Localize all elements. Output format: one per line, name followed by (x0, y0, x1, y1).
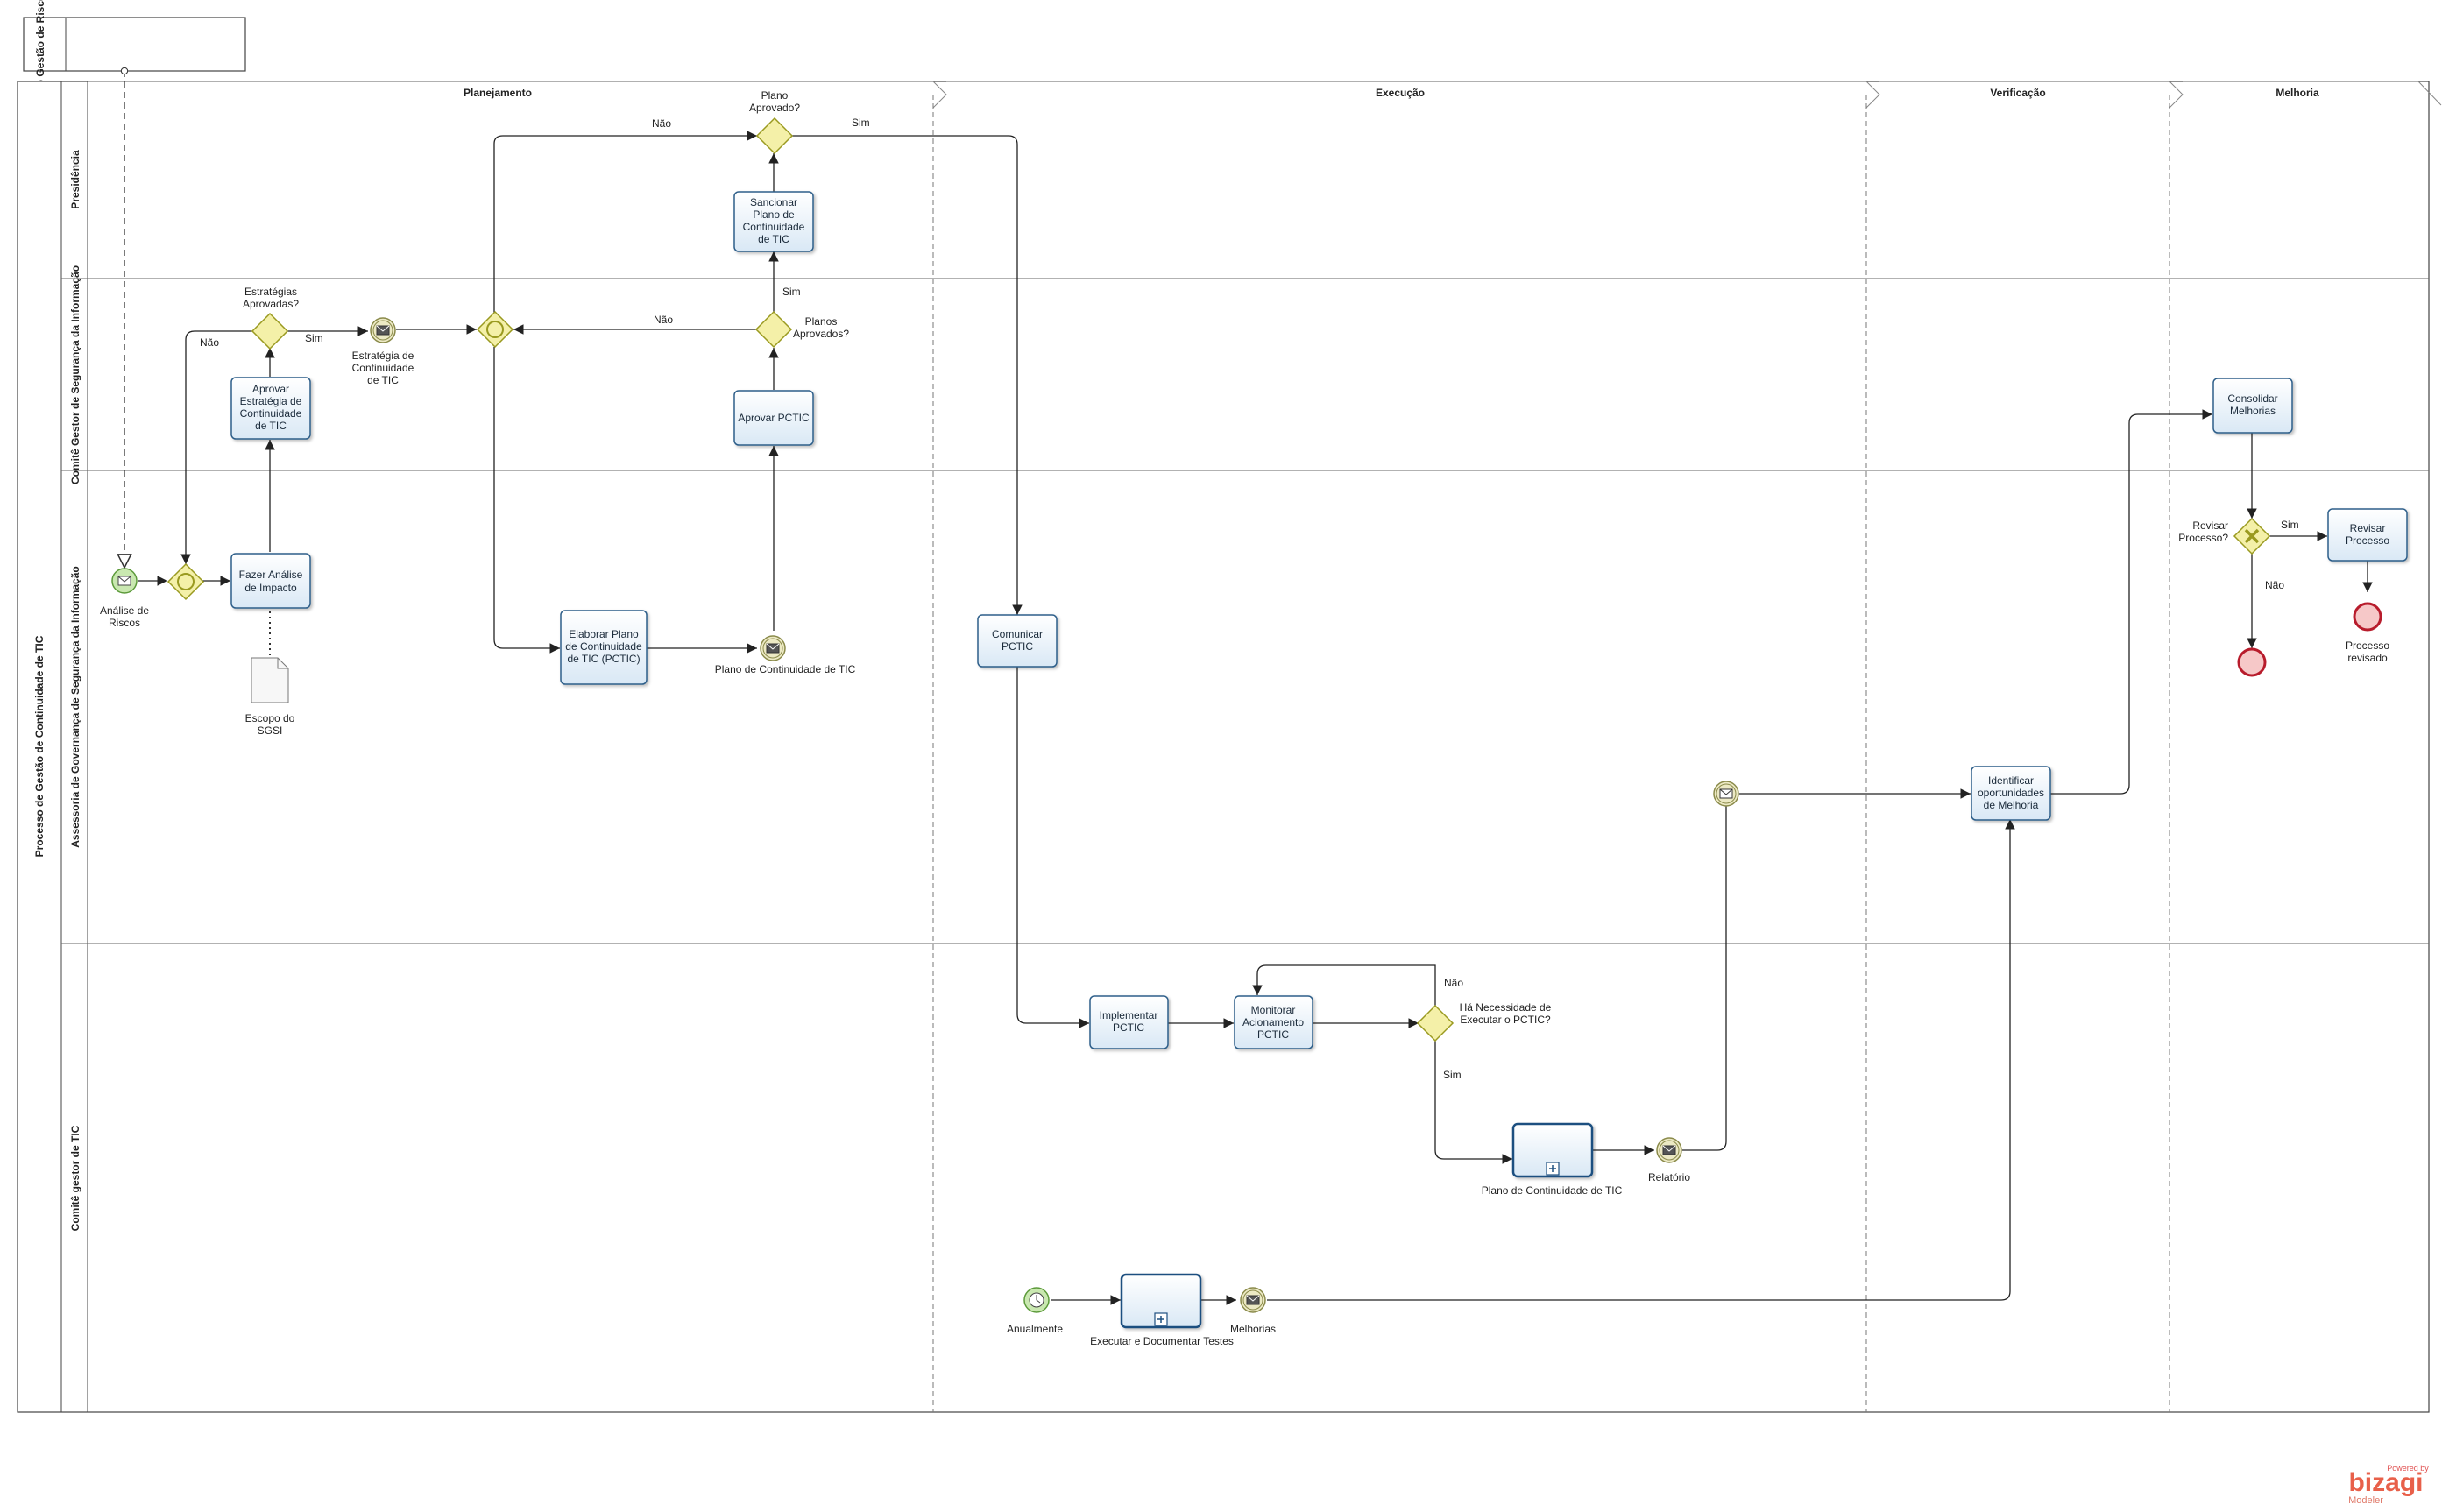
intermediate-event-relatorio[interactable]: Relatório (1648, 1137, 1690, 1183)
end-event-sem-revisao[interactable] (2237, 647, 2267, 677)
start-event-anualmente[interactable]: Anualmente (1007, 1287, 1063, 1335)
flow-label-sim-revisar: Sim (2281, 519, 2299, 531)
watermark-brand: bizagi (2348, 1468, 2423, 1497)
intermediate-event-plano[interactable]: Plano de Continuidade de TIC (715, 635, 856, 675)
phase-execucao: Execução (1376, 87, 1425, 99)
watermark-product: Modeler (2348, 1495, 2383, 1506)
flow-label-nao-revisar: Não (2265, 579, 2284, 591)
event-label-anualmente: Anualmente (1007, 1323, 1063, 1335)
lane-label-presidencia: Presidência (69, 150, 81, 209)
intermediate-event-comunicado[interactable] (1713, 781, 1739, 807)
subprocess-executar-testes[interactable]: Executar e Documentar Testes (1090, 1273, 1234, 1347)
phases: Planejamento Execução Verificação Melhor… (88, 81, 2442, 1412)
exclusive-x-icon (2244, 528, 2260, 544)
subprocess-plano-continuidade[interactable]: Plano de Continuidade de TIC (1482, 1122, 1623, 1197)
lane-label-assessoria: Assessoria de Governança de Segurança da… (69, 566, 81, 847)
task-aprovar-pctic[interactable]: Aprovar PCTIC (733, 390, 814, 446)
subprocess-label-plano: Plano de Continuidade de TIC (1482, 1184, 1623, 1197)
intermediate-event-melhorias[interactable]: Melhorias (1230, 1287, 1276, 1335)
lane-label-comite-tic: Comitê gestor de TIC (69, 1125, 81, 1231)
svg-text:Aprovar PCTIC: Aprovar PCTIC (738, 412, 810, 424)
flow-label-sim-plano: Sim (852, 117, 870, 129)
flow-label-nao-planos: Não (654, 314, 673, 326)
lane-label-comite-si: Comitê Gestor de Segurança da Informação (69, 265, 81, 484)
event-label-relatorio: Relatório (1648, 1171, 1690, 1183)
flow-label-sim-necessidade: Sim (1443, 1069, 1462, 1081)
bizagi-logo: Powered by bizagi Modeler (2348, 1464, 2429, 1506)
event-label-melhorias: Melhorias (1230, 1323, 1276, 1335)
flow-label-nao-necessidade: Não (1444, 977, 1463, 989)
sequence-flows (124, 71, 2373, 1305)
flow-label-sim-planos: Sim (782, 286, 801, 298)
gateway-merge-analise[interactable] (166, 562, 205, 601)
collapsed-pool: Processo Gestão de Riscos de SI (23, 0, 246, 127)
flow-label-sim-estrategias: Sim (305, 332, 323, 344)
flow-label-nao-estrategias: Não (200, 336, 219, 349)
event-label-plano: Plano de Continuidade de TIC (715, 663, 856, 675)
pool-title: Processo de Gestão de Continuidade de TI… (33, 635, 46, 857)
main-pool: Processo de Gestão de Continuidade de TI… (17, 81, 2430, 1413)
flow-labels: Não Sim Não Sim Não Sim Não Sim Sim Não (200, 117, 2299, 1081)
phase-verificacao: Verificação (1990, 87, 2045, 99)
phase-planejamento: Planejamento (464, 87, 532, 99)
flow-label-nao-plano: Não (652, 117, 671, 130)
phase-melhoria: Melhoria (2276, 87, 2319, 99)
lanes: Presidência Comitê Gestor de Segurança d… (61, 150, 2429, 1231)
subprocess-label-executar: Executar e Documentar Testes (1090, 1335, 1234, 1347)
gateway-merge-planejamento[interactable] (476, 310, 514, 349)
watermark-powered: Powered by (2387, 1464, 2429, 1473)
